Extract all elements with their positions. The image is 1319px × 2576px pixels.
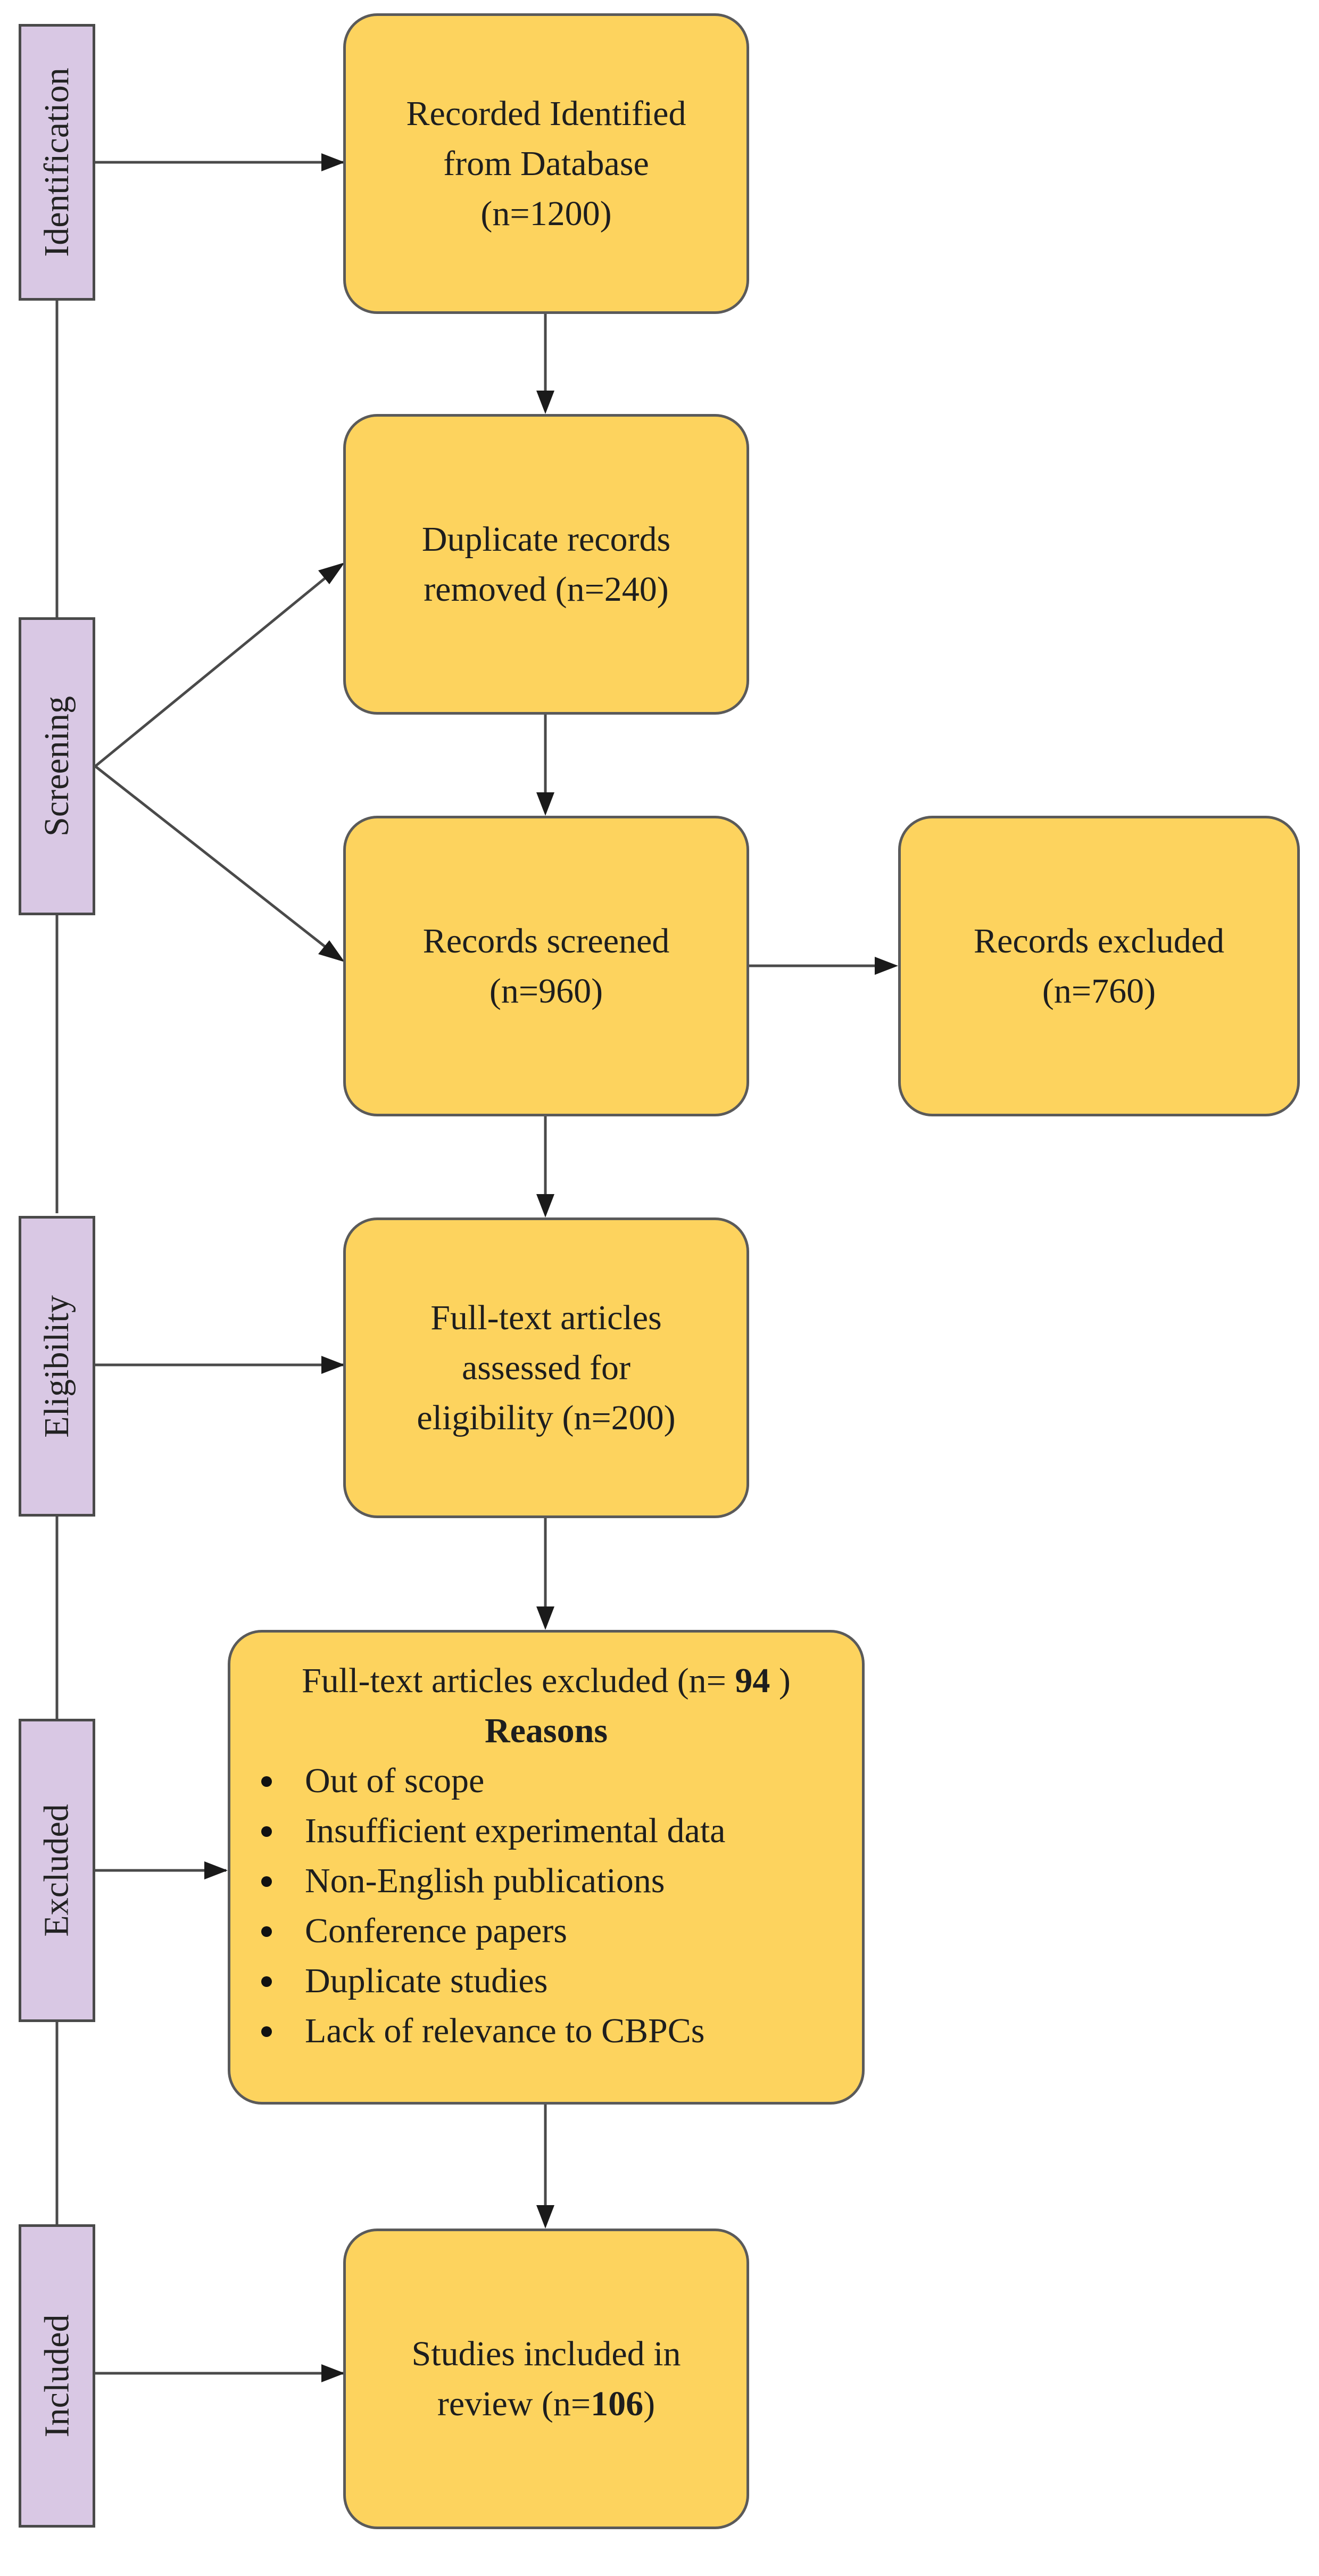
box-text: Full-text articles (430, 1298, 662, 1337)
arrowhead (536, 2205, 554, 2229)
box-count: review (n=106) (437, 2384, 656, 2423)
box-count: (n=760) (1042, 971, 1156, 1010)
box-text: removed (n=240) (424, 569, 669, 609)
box-records-excluded: Records excluded (n=760) (898, 816, 1300, 1116)
arrow-screening-duplicates (94, 571, 334, 767)
box-duplicates-removed: Duplicate records removed (n=240) (343, 414, 749, 715)
reason-item: Non-English publications (246, 1856, 725, 1906)
box-fulltext-assessed: Full-text articles assessed for eligibil… (343, 1217, 749, 1518)
stage-screening: Screening (19, 617, 95, 915)
reasons-heading: Reasons (484, 1711, 608, 1750)
box-studies-included: Studies included in review (n=106) (343, 2229, 749, 2529)
stage-eligibility: Eligibility (19, 1216, 95, 1517)
arrowhead (536, 792, 554, 816)
box-records-screened: Records screened (n=960) (343, 816, 749, 1116)
arrowhead (318, 562, 345, 584)
box-count: (n=960) (489, 971, 603, 1010)
reason-item: Insufficient experimental data (246, 1806, 725, 1856)
box-text: eligibility (n=200) (417, 1398, 676, 1437)
arrowhead (536, 1606, 554, 1630)
arrowhead (321, 153, 345, 171)
box-text: Studies included in (411, 2334, 681, 2373)
box-count: (n=1200) (480, 194, 612, 233)
box-text: Recorded Identified (406, 94, 686, 133)
arrowhead (321, 2364, 345, 2382)
arrowhead (875, 957, 898, 975)
arrowhead (318, 940, 345, 962)
stage-included: Included (19, 2224, 95, 2528)
reason-item: Lack of relevance to CBPCs (246, 2006, 725, 2056)
box-text: Records screened (422, 921, 670, 960)
arrowhead (321, 1356, 345, 1374)
stage-excluded: Excluded (19, 1719, 95, 2022)
box-fulltext-excluded: Full-text articles excluded (n= 94 ) Rea… (228, 1630, 865, 2105)
reason-item: Out of scope (246, 1756, 725, 1806)
arrow-screening-screened (94, 765, 334, 954)
box-text: Records excluded (974, 921, 1224, 960)
reasons-list: Out of scope Insufficient experimental d… (246, 1756, 725, 2056)
reason-item: Conference papers (246, 1906, 725, 1956)
stage-identification: Identification (19, 24, 95, 301)
arrowhead (536, 391, 554, 414)
arrowhead (536, 1194, 554, 1217)
reason-item: Duplicate studies (246, 1956, 725, 2006)
box-text: from Database (443, 144, 649, 183)
excluded-title: Full-text articles excluded (n= 94 ) (302, 1661, 791, 1700)
box-records-identified: Recorded Identified from Database (n=120… (343, 13, 749, 314)
box-text: Duplicate records (421, 519, 671, 559)
box-text: assessed for (461, 1348, 631, 1387)
arrowhead (204, 1861, 228, 1879)
